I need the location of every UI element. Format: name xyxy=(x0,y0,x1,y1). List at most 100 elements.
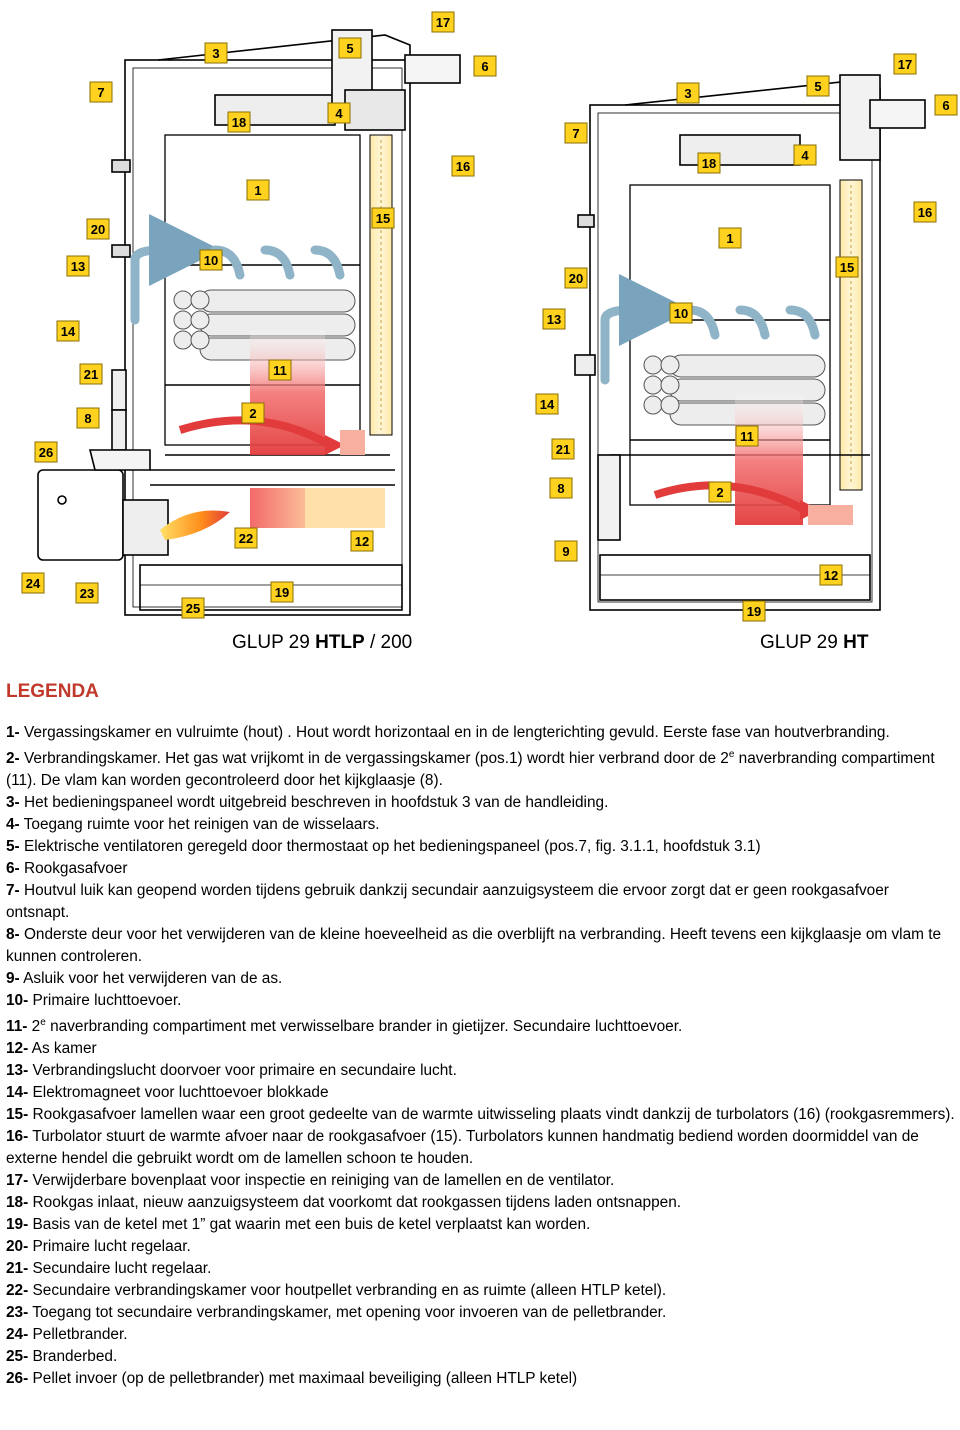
callout-left-10: 10 xyxy=(199,249,223,271)
callout-number: 10 xyxy=(204,253,218,268)
callout-number: 12 xyxy=(355,534,369,549)
legend-item-text: Het bedieningspaneel wordt uitgebreid be… xyxy=(19,794,609,812)
legend-item: 20- Primaire lucht regelaar. xyxy=(6,1236,956,1258)
legend-item: 19- Basis van de ketel met 1” gat waarin… xyxy=(6,1214,956,1236)
callout-right-14: 14 xyxy=(535,393,559,415)
callout-right-12: 12 xyxy=(819,564,843,586)
legend-item-text: Verbrandingskamer. Het gas wat vrijkomt … xyxy=(19,750,729,768)
callout-right-9: 9 xyxy=(554,540,578,562)
legend-item-text: Secundaire verbrandingskamer voor houtpe… xyxy=(28,1282,667,1300)
callout-number: 15 xyxy=(840,260,854,275)
callout-left-25: 25 xyxy=(181,597,205,619)
legend-item-number: 23- xyxy=(6,1304,29,1322)
callout-left-18: 18 xyxy=(227,111,251,133)
callout-number: 5 xyxy=(346,41,353,56)
legend-item-text: As kamer xyxy=(28,1040,97,1058)
legend-item: 15- Rookgasafvoer lamellen waar een groo… xyxy=(6,1104,956,1126)
callout-right-8: 8 xyxy=(549,477,573,499)
legend-item-number: 7- xyxy=(6,882,20,900)
legend-item-text: Vergassingskamer en vulruimte (hout) . H… xyxy=(19,724,890,741)
callout-right-6: 6 xyxy=(934,94,958,116)
callout-right-15: 15 xyxy=(835,256,859,278)
callout-number: 4 xyxy=(801,148,809,163)
callout-number: 6 xyxy=(942,98,949,113)
legend-item-number: 5- xyxy=(6,838,20,856)
legend-item: 22- Secundaire verbrandingskamer voor ho… xyxy=(6,1280,956,1302)
legend-item-number: 3- xyxy=(6,794,20,812)
callout-right-11: 11 xyxy=(735,425,759,447)
callout-number: 13 xyxy=(71,259,85,274)
callout-number: 11 xyxy=(273,363,287,378)
legend-item-text: Asluik voor het verwijderen van de as. xyxy=(19,970,283,988)
legend-item-text: Rookgasafvoer lamellen waar een groot ge… xyxy=(28,1106,955,1124)
callout-number: 3 xyxy=(212,46,219,61)
callout-left-7: 7 xyxy=(89,81,113,103)
legend-item-text: Secundaire lucht regelaar. xyxy=(28,1260,212,1278)
legend-item-number: 16- xyxy=(6,1128,29,1146)
callout-right-1: 1 xyxy=(718,227,742,249)
legend-item-number: 14- xyxy=(6,1084,29,1102)
legend-item-number: 15- xyxy=(6,1106,29,1124)
callout-number: 20 xyxy=(91,222,105,237)
callout-left-24: 24 xyxy=(21,572,45,594)
legend-item-text: Pellet invoer (op de pelletbrander) met … xyxy=(28,1370,578,1388)
legend-item-number: 8- xyxy=(6,926,20,944)
caption-htlp: GLUP 29 HTLP / 200 xyxy=(232,632,413,653)
callout-number: 19 xyxy=(275,585,289,600)
callout-number: 11 xyxy=(740,429,754,444)
callout-right-19: 19 xyxy=(742,600,766,622)
callout-number: 14 xyxy=(540,397,555,412)
legend-item-text: Primaire lucht regelaar. xyxy=(28,1238,191,1256)
legend-item-number: 21- xyxy=(6,1260,29,1278)
legend-item: 5- Elektrische ventilatoren geregeld doo… xyxy=(6,836,956,858)
callout-number: 20 xyxy=(569,271,583,286)
callout-layer: 1234567810111213141516171819202122232425… xyxy=(21,11,958,622)
legend-item: 7- Houtvul luik kan geopend worden tijde… xyxy=(6,880,956,924)
legend-item-superscript: e xyxy=(40,1017,46,1029)
legend-item-number: 1- xyxy=(6,724,20,741)
legend-item-number: 2- xyxy=(6,750,20,768)
callout-left-5: 5 xyxy=(338,37,362,59)
airflow-arrows-right xyxy=(600,274,820,385)
legend-item-text: 2 xyxy=(27,1018,41,1036)
callout-left-15: 15 xyxy=(371,207,395,229)
legend-item-number: 20- xyxy=(6,1238,29,1256)
legend-item-text: Onderste deur voor het verwijderen van d… xyxy=(6,926,942,966)
legend-item-number: 22- xyxy=(6,1282,29,1300)
legend-item: 23- Toegang tot secundaire verbrandingsk… xyxy=(6,1302,956,1324)
legend-item: 14- Elektromagneet voor luchttoevoer blo… xyxy=(6,1082,956,1104)
legend-item: 4- Toegang ruimte voor het reinigen van … xyxy=(6,814,956,836)
callout-number: 7 xyxy=(572,126,579,141)
legend-item-number: 10- xyxy=(6,992,29,1010)
callout-number: 13 xyxy=(547,312,561,327)
legend-item-text: Houtvul luik kan geopend worden tijdens … xyxy=(6,882,889,922)
callout-left-12: 12 xyxy=(350,530,374,552)
callout-number: 8 xyxy=(84,411,91,426)
callout-left-26: 26 xyxy=(34,441,58,463)
callout-left-11: 11 xyxy=(268,359,292,381)
callout-left-22: 22 xyxy=(234,527,258,549)
legend-item-number: 25- xyxy=(6,1348,29,1366)
callout-left-17: 17 xyxy=(431,11,455,33)
legend-item: 24- Pelletbrander. xyxy=(6,1324,956,1346)
callout-number: 5 xyxy=(814,79,821,94)
legend-item-number: 26- xyxy=(6,1370,29,1388)
callout-left-3: 3 xyxy=(204,42,228,64)
legend-item: 18- Rookgas inlaat, nieuw aanzuigsysteem… xyxy=(6,1192,956,1214)
callout-left-2: 2 xyxy=(241,402,265,424)
legend-item-text: Pelletbrander. xyxy=(28,1326,128,1344)
legend-item-number: 17- xyxy=(6,1172,29,1190)
legend-item: 8- Onderste deur voor het verwijderen va… xyxy=(6,924,956,968)
legend-item-number: 24- xyxy=(6,1326,29,1344)
callout-left-13: 13 xyxy=(66,255,90,277)
callout-left-19: 19 xyxy=(270,581,294,603)
callout-right-21: 21 xyxy=(551,438,575,460)
legend-title: LEGENDA xyxy=(6,681,99,702)
callout-number: 2 xyxy=(249,406,256,421)
legend-item: 11- 2e naverbranding compartiment met ve… xyxy=(6,1012,956,1038)
legend-item-text: Rookgasafvoer xyxy=(19,860,128,878)
callout-right-10: 10 xyxy=(669,302,693,324)
legend-item: 10- Primaire luchttoevoer. xyxy=(6,990,956,1012)
callout-right-4: 4 xyxy=(793,144,817,166)
legend-item-text-cont: naverbranding compartiment met verwissel… xyxy=(45,1018,683,1036)
